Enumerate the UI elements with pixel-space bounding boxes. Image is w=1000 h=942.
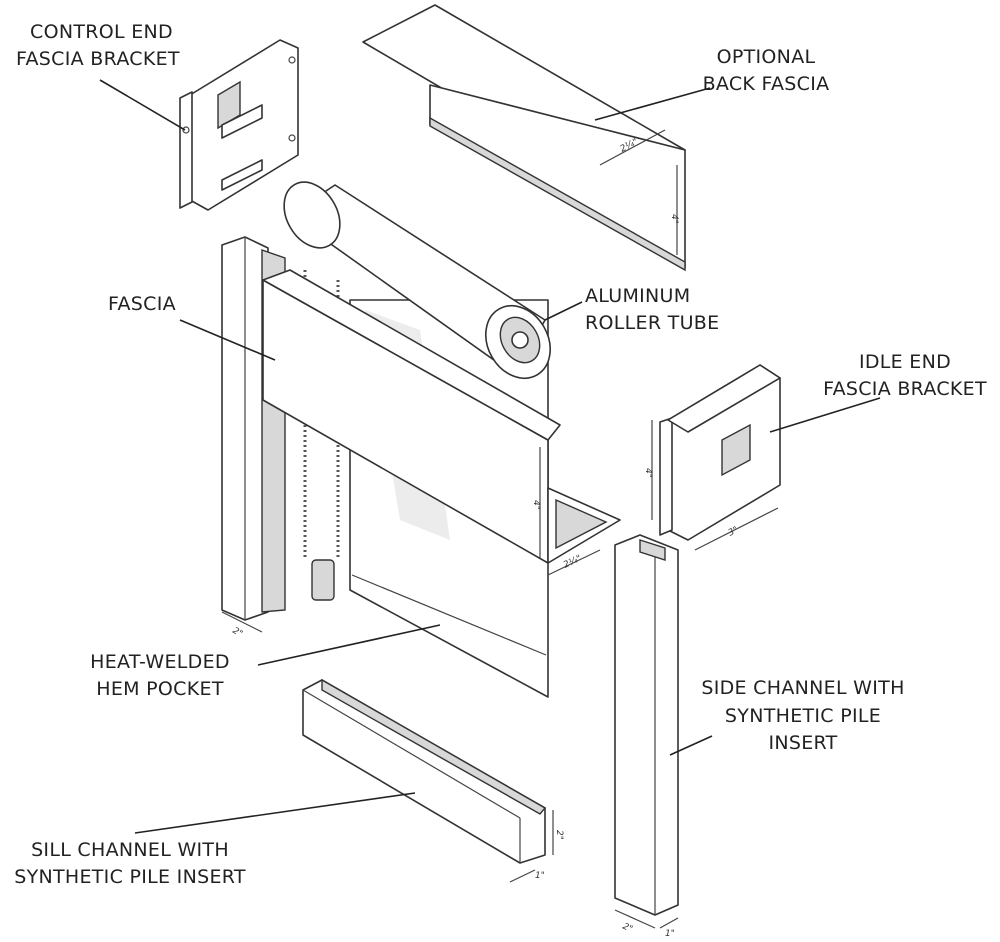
dim-back-fascia-height: 4" [669,214,679,224]
label-fascia: FASCIA [108,293,176,315]
dim-left-channel-width: 2" [231,626,245,640]
right-side-channel: 2" 1" [614,534,679,939]
dim-sill-width: 1" [535,871,545,881]
label-control-end-2: FASCIA BRACKET [16,48,180,70]
label-side-channel-3: INSERT [768,732,837,754]
idle-end-bracket: 4" 3" [643,364,781,551]
label-back-fascia-1: OPTIONAL [717,46,816,68]
label-roller-tube-1: ALUMINUM [585,285,690,307]
fascia: 4" 2¼" [262,269,621,576]
leader-lines [99,79,881,834]
back-fascia: 2¼" 4" [362,4,686,272]
label-side-channel-2: SYNTHETIC PILE [725,705,881,727]
dim-idle-bracket-width: 3" [727,525,740,538]
label-back-fascia-2: BACK FASCIA [703,73,830,95]
sill-channel: 2" 1" [302,678,564,883]
callout-labels: CONTROL END FASCIA BRACKET OPTIONAL BACK… [14,21,987,888]
label-hem-pocket-1: HEAT-WELDED [90,651,230,673]
dim-sill-height: 2" [554,830,564,840]
dim-idle-bracket-height: 4" [643,468,653,478]
label-idle-end-2: FASCIA BRACKET [823,378,987,400]
dim-side-channel-width: 2" [621,922,634,935]
label-idle-end-1: IDLE END [859,351,951,373]
label-control-end-1: CONTROL END [30,21,173,43]
roller-tube [283,181,551,379]
dim-side-channel-depth: 1" [665,929,675,939]
label-sill-channel-1: SILL CHANNEL WITH [31,839,229,861]
label-roller-tube-2: ROLLER TUBE [585,312,719,334]
label-hem-pocket-2: HEM POCKET [96,678,224,700]
label-sill-channel-2: SYNTHETIC PILE INSERT [14,866,246,888]
dim-fascia-height: 4" [531,500,541,510]
control-end-bracket [179,39,299,211]
label-side-channel-1: SIDE CHANNEL WITH [701,677,904,699]
dim-fascia-depth: 2¼" [562,554,583,571]
